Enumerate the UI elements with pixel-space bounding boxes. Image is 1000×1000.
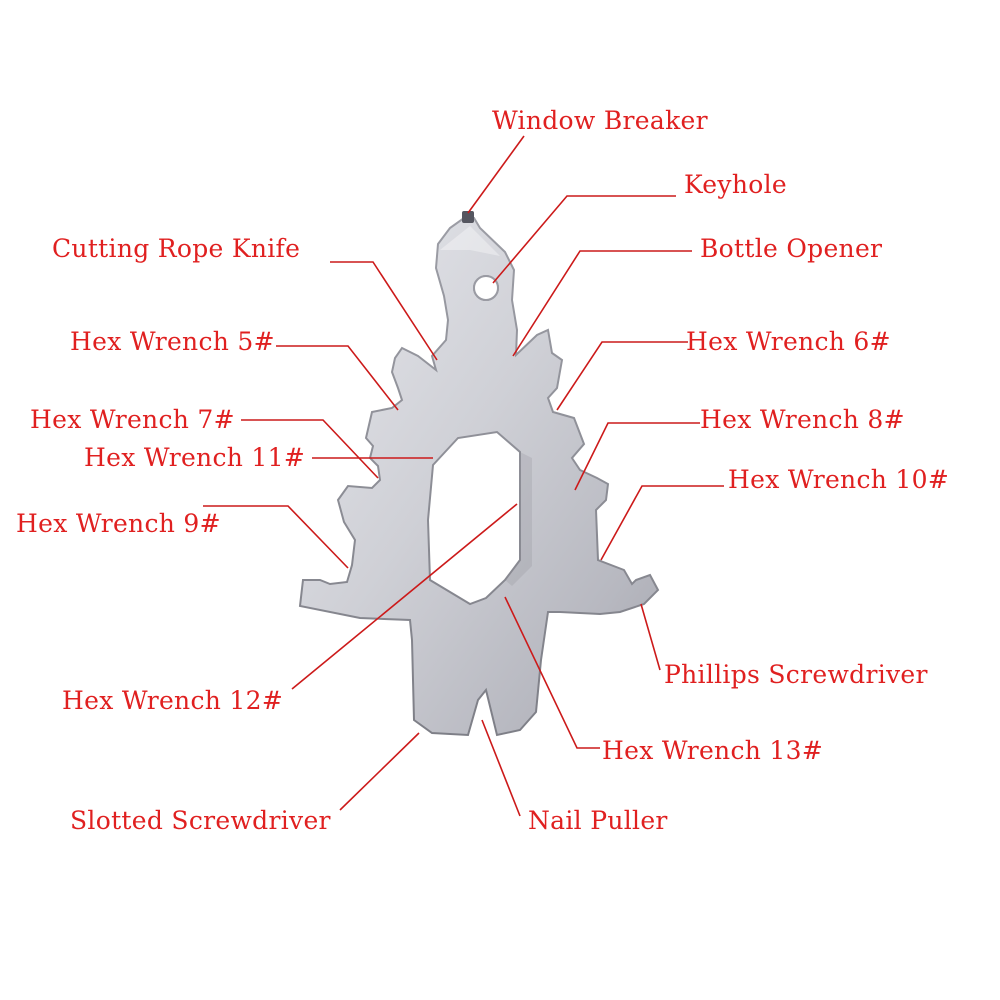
label-keyhole: Keyhole	[684, 170, 787, 199]
label-hex-wrench-13: Hex Wrench 13#	[602, 736, 824, 765]
leader-hex-wrench-10	[600, 485, 724, 561]
leader-nail-puller	[481, 719, 521, 817]
label-hex-wrench-5: Hex Wrench 5#	[70, 327, 275, 356]
leader-phillips-screwdriver	[640, 603, 661, 671]
leader-hex-wrench-5	[276, 345, 399, 411]
tool-shadow	[505, 452, 532, 586]
leader-lines	[203, 135, 724, 817]
leader-hex-wrench-9	[203, 505, 349, 569]
label-hex-wrench-7: Hex Wrench 7#	[30, 405, 235, 434]
leader-hex-wrench-6	[556, 341, 688, 411]
tool-shading	[440, 226, 500, 256]
label-hex-wrench-6: Hex Wrench 6#	[686, 327, 891, 356]
label-bottle-opener: Bottle Opener	[700, 234, 883, 263]
label-hex-wrench-11: Hex Wrench 11#	[84, 443, 306, 472]
label-nail-puller: Nail Puller	[528, 806, 668, 835]
leader-hex-wrench-13	[504, 596, 600, 749]
label-hex-wrench-10: Hex Wrench 10#	[728, 465, 950, 494]
label-cutting-rope-knife: Cutting Rope Knife	[52, 234, 301, 263]
label-hex-wrench-8: Hex Wrench 8#	[700, 405, 905, 434]
label-window-breaker: Window Breaker	[492, 106, 708, 135]
window-breaker-tip	[462, 211, 474, 223]
leader-cutting-rope-knife	[330, 261, 438, 361]
label-phillips-screwdriver: Phillips Screwdriver	[664, 660, 928, 689]
leader-hex-wrench-12	[291, 503, 518, 690]
leader-bottle-opener	[512, 250, 692, 357]
keyhole-hole	[473, 275, 499, 301]
label-hex-wrench-12: Hex Wrench 12#	[62, 686, 284, 715]
leader-slotted-screwdriver	[339, 732, 420, 811]
leader-keyhole	[492, 195, 676, 284]
label-hex-wrench-9: Hex Wrench 9#	[16, 509, 221, 538]
leader-window-breaker	[467, 135, 525, 214]
label-slotted-screwdriver: Slotted Screwdriver	[70, 806, 331, 835]
leader-hex-wrench-8	[574, 422, 700, 491]
